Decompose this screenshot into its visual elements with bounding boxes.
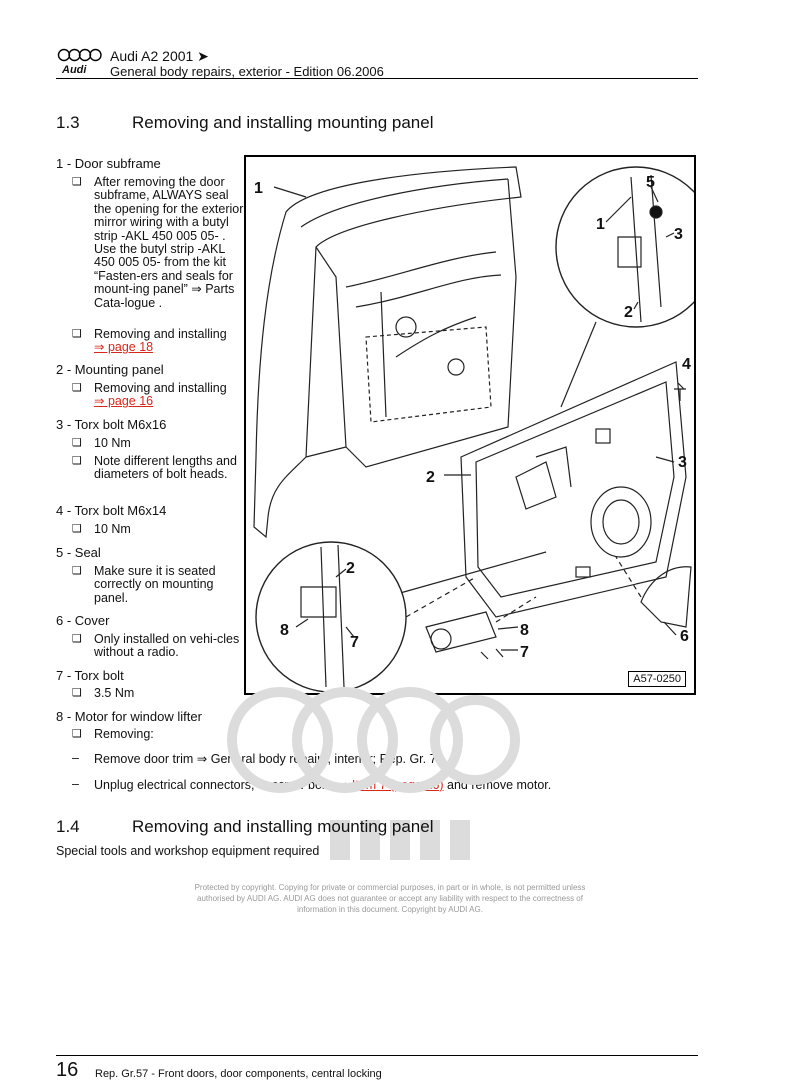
section-number: 1.3 bbox=[56, 113, 80, 132]
checkbox-icon: ❑ bbox=[72, 633, 82, 645]
bullet-text: 10 Nm bbox=[94, 522, 131, 536]
list-item: ❑ Removing: bbox=[72, 727, 244, 742]
item-heading: 5 - Seal bbox=[56, 545, 101, 560]
footer-text: Rep. Gr.57 - Front doors, door component… bbox=[95, 1068, 382, 1080]
item-heading: 2 - Mounting panel bbox=[56, 362, 164, 377]
footer-divider bbox=[56, 1055, 698, 1056]
list-item: ❑ After removing the door subframe, ALWA… bbox=[72, 175, 244, 326]
callout-label: 8 bbox=[280, 622, 289, 639]
checkbox-icon: ❑ bbox=[72, 455, 82, 467]
callout-label: 1 bbox=[596, 216, 605, 233]
door-diagram: 1 2 3 4 6 7 8 5 1 3 2 2 8 7 bbox=[253, 166, 694, 693]
bullet-text: Removing and installing bbox=[94, 381, 227, 395]
section-number: 1.4 bbox=[56, 817, 80, 836]
checkbox-icon: ❑ bbox=[72, 687, 82, 699]
bullet-text: Removing: bbox=[94, 727, 154, 741]
bullet-text: Note different lengths and diameters of … bbox=[94, 454, 237, 482]
checkbox-icon: ❑ bbox=[72, 728, 82, 740]
checkbox-icon: ❑ bbox=[72, 382, 82, 394]
checkbox-icon: ❑ bbox=[72, 565, 82, 577]
item-heading: 4 - Torx bolt M6x14 bbox=[56, 503, 167, 518]
dash-marker: – bbox=[72, 751, 79, 765]
list-item: ❑ 3.5 Nm bbox=[72, 686, 244, 701]
bullet-text: Removing and installing bbox=[94, 327, 227, 341]
item-heading: 8 - Motor for window lifter bbox=[56, 709, 202, 724]
audi-wordmark: Audi bbox=[62, 64, 87, 76]
bullet-text: 3.5 Nm bbox=[94, 686, 135, 700]
header-divider bbox=[56, 78, 698, 79]
checkbox-icon: ❑ bbox=[72, 176, 82, 188]
item-heading: 7 - Torx bolt bbox=[56, 668, 124, 683]
header-title: Audi A2 2001 ➤ bbox=[110, 48, 209, 64]
page-link[interactable]: ⇒ page 18 bbox=[94, 340, 154, 355]
callout-label: 6 bbox=[680, 628, 689, 645]
page-number: 16 bbox=[56, 1059, 79, 1081]
callout-label: 3 bbox=[674, 226, 683, 243]
section-subheading: Special tools and workshop equipment req… bbox=[56, 844, 320, 858]
callout-label: 2 bbox=[346, 560, 355, 577]
list-item: ❑ Make sure it is seated correctly on mo… bbox=[72, 564, 244, 607]
copyright-notice: Protected by copyright. Copying for priv… bbox=[194, 883, 586, 914]
item-heading: 1 - Door subframe bbox=[56, 156, 161, 171]
checkbox-icon: ❑ bbox=[72, 328, 82, 340]
section-title: Removing and installing mounting panel bbox=[132, 817, 434, 836]
audi-watermark-logo bbox=[227, 687, 520, 860]
dash-marker: – bbox=[72, 777, 79, 791]
bullet-text: After removing the door subframe, ALWAYS… bbox=[94, 175, 244, 310]
figure-code: A57-0250 bbox=[628, 671, 686, 687]
list-item: ❑ 10 Nm bbox=[72, 522, 244, 537]
bullet-text: Make sure it is seated correctly on moun… bbox=[94, 564, 216, 605]
bullet-text: 10 Nm bbox=[94, 436, 131, 450]
exploded-view-figure: 1 2 3 4 6 7 8 5 1 3 2 2 8 7 A57-0250 bbox=[244, 155, 696, 695]
callout-label: 8 bbox=[520, 622, 529, 639]
callout-label: 1 bbox=[254, 180, 263, 197]
header-subtitle: General body repairs, exterior - Edition… bbox=[110, 64, 384, 79]
audi-rings-logo bbox=[57, 48, 102, 62]
callout-label: 4 bbox=[682, 356, 691, 373]
callout-label: 7 bbox=[520, 644, 529, 661]
list-item: ❑ Only installed on vehi-cles without a … bbox=[72, 632, 244, 661]
callout-label: 3 bbox=[678, 454, 687, 471]
callout-label: 7 bbox=[350, 634, 359, 651]
callout-label: 2 bbox=[624, 304, 633, 321]
list-item: ❑ Note different lengths and diameters o… bbox=[72, 454, 244, 497]
bullet-text: Only installed on vehi-cles without a ra… bbox=[94, 632, 240, 660]
item-heading: 6 - Cover bbox=[56, 613, 110, 628]
list-item: ❑ Removing and installing⇒ page 16 bbox=[72, 381, 244, 410]
page-link[interactable]: ⇒ page 16 bbox=[94, 394, 154, 409]
callout-label: 2 bbox=[426, 469, 435, 486]
list-item: ❑ 10 Nm bbox=[72, 436, 244, 451]
section-title: Removing and installing mounting panel bbox=[132, 113, 434, 132]
checkbox-icon: ❑ bbox=[72, 523, 82, 535]
callout-label: 5 bbox=[646, 174, 655, 191]
checkbox-icon: ❑ bbox=[72, 437, 82, 449]
item-heading: 3 - Torx bolt M6x16 bbox=[56, 417, 167, 432]
list-item: ❑ Removing and installing⇒ page 18 bbox=[72, 327, 244, 356]
